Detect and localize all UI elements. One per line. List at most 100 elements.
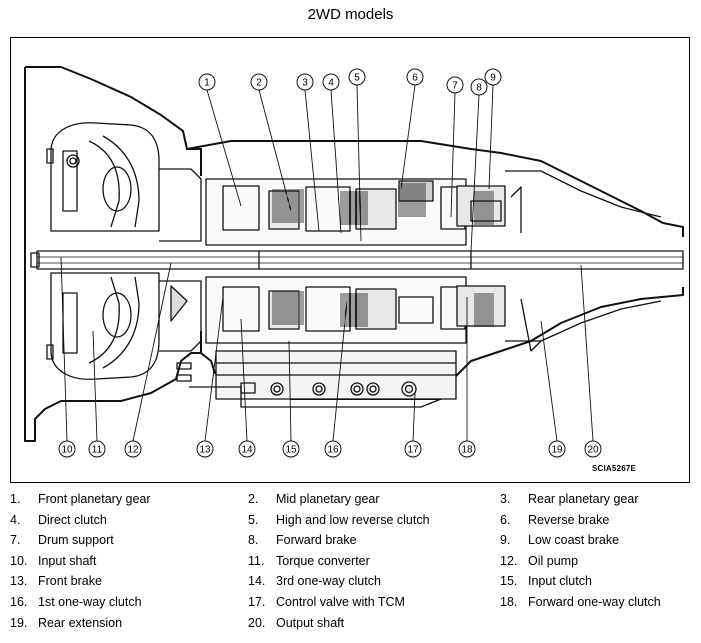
- callout-circle-20: [584, 440, 602, 458]
- leader-line-15: [288, 340, 292, 442]
- leader-line-16: [332, 300, 348, 442]
- callout-circle-18: [458, 440, 476, 458]
- leader-line-1: [206, 89, 242, 207]
- legend-number: 4.: [10, 513, 21, 527]
- callout-number-13: 13: [199, 445, 211, 456]
- legend-label: 3rd one-way clutch: [276, 574, 381, 588]
- leader-line-14: [240, 318, 248, 442]
- callout-number-16: 16: [327, 445, 339, 456]
- parts-legend: 1. Front planetary gear 2. Mid planetary ge…: [0, 492, 701, 643]
- legend-label: 1st one-way clutch: [38, 595, 142, 609]
- callout-circle-9: [484, 68, 502, 86]
- leader-line-11: [92, 330, 98, 442]
- callout-leader-lines: [60, 84, 594, 442]
- legend-label: Front brake: [38, 574, 102, 588]
- callout-circle-15: [282, 440, 300, 458]
- transmission-case-top: [186, 140, 684, 237]
- bolts: [46, 148, 192, 382]
- torque-converter-upper: [50, 122, 160, 232]
- leader-line-13: [204, 296, 224, 442]
- callout-circle-11: [88, 440, 106, 458]
- callout-number-11: 11: [92, 445, 103, 456]
- legend-number: 6.: [500, 513, 511, 527]
- legend-label: Forward brake: [276, 533, 357, 547]
- callout-circle-8: [470, 78, 488, 96]
- leader-line-3: [304, 89, 320, 232]
- legend-number: 9.: [500, 533, 511, 547]
- callout-circle-14: [238, 440, 256, 458]
- leader-line-7: [450, 92, 456, 218]
- callout-circle-7: [446, 76, 464, 94]
- callout-circle-6: [406, 68, 424, 86]
- callout-circle-4: [322, 73, 340, 91]
- legend-label: Drum support: [38, 533, 114, 547]
- legend-label: Mid planetary gear: [276, 492, 380, 506]
- callout-circle-19: [548, 440, 566, 458]
- legend-label: Front planetary gear: [38, 492, 151, 506]
- legend-number: 8.: [248, 533, 259, 547]
- leader-line-19: [540, 320, 558, 442]
- legend-number: 14.: [248, 574, 266, 588]
- legend-label: Output shaft: [276, 616, 345, 630]
- legend-label: Oil pump: [528, 554, 579, 568]
- callout-circle-2: [250, 73, 268, 91]
- callout-number-17: 17: [407, 445, 419, 456]
- callout-number-18: 18: [461, 445, 473, 456]
- callout-number-2: 2: [256, 78, 262, 89]
- legend-label: Control valve with TCM: [276, 595, 405, 609]
- legend-number: 17.: [248, 595, 266, 609]
- leader-line-9: [488, 84, 494, 190]
- legend-label: Direct clutch: [38, 513, 107, 527]
- legend-number: 11.: [248, 554, 265, 568]
- callout-number-8: 8: [476, 83, 482, 94]
- legend-number: 18.: [500, 595, 518, 609]
- legend-number: 20.: [248, 616, 266, 630]
- leader-line-4: [330, 89, 342, 234]
- oil-pump: [159, 168, 202, 352]
- leader-line-20: [580, 264, 594, 442]
- control-valve: [189, 350, 457, 408]
- leader-line-10: [60, 256, 68, 442]
- leader-line-5: [356, 84, 362, 242]
- callout-number-15: 15: [285, 445, 297, 456]
- callout-number-4: 4: [328, 78, 334, 89]
- callout-circle-13: [196, 440, 214, 458]
- callout-number-14: 14: [241, 445, 253, 456]
- torque-converter-lower: [50, 272, 160, 380]
- legend-label: Input shaft: [38, 554, 97, 568]
- callout-number-5: 5: [354, 73, 360, 84]
- legend-number: 5.: [248, 513, 259, 527]
- leader-line-2: [258, 89, 292, 212]
- callout-circle-16: [324, 440, 342, 458]
- main-shaft: [36, 250, 684, 270]
- legend-number: 1.: [10, 492, 21, 506]
- legend-number: 12.: [500, 554, 518, 568]
- leader-line-6: [400, 84, 416, 190]
- page-title: 2WD models: [307, 6, 394, 23]
- legend-number: 3.: [500, 492, 511, 506]
- callout-number-6: 6: [412, 73, 418, 84]
- callout-number-7: 7: [452, 81, 458, 92]
- callout-circle-12: [124, 440, 142, 458]
- callout-circle-3: [296, 73, 314, 91]
- legend-label: Input clutch: [528, 574, 592, 588]
- legend-number: 10.: [10, 554, 28, 568]
- legend-number: 19.: [10, 616, 28, 630]
- callout-number-9: 9: [490, 73, 496, 84]
- callout-number-12: 12: [127, 445, 139, 456]
- callout-circle-10: [58, 440, 76, 458]
- callout-circle-17: [404, 440, 422, 458]
- callout-number-20: 20: [587, 445, 599, 456]
- callout-number-10: 10: [61, 445, 73, 456]
- legend-label: Rear planetary gear: [528, 492, 639, 506]
- legend-label: Low coast brake: [528, 533, 620, 547]
- legend-label: High and low reverse clutch: [276, 513, 430, 527]
- legend-label: Forward one-way clutch: [528, 595, 661, 609]
- legend-number: 7.: [10, 533, 21, 547]
- legend-label: Rear extension: [38, 616, 123, 630]
- gear-train-upper: [205, 178, 506, 246]
- legend-number: 2.: [248, 492, 259, 506]
